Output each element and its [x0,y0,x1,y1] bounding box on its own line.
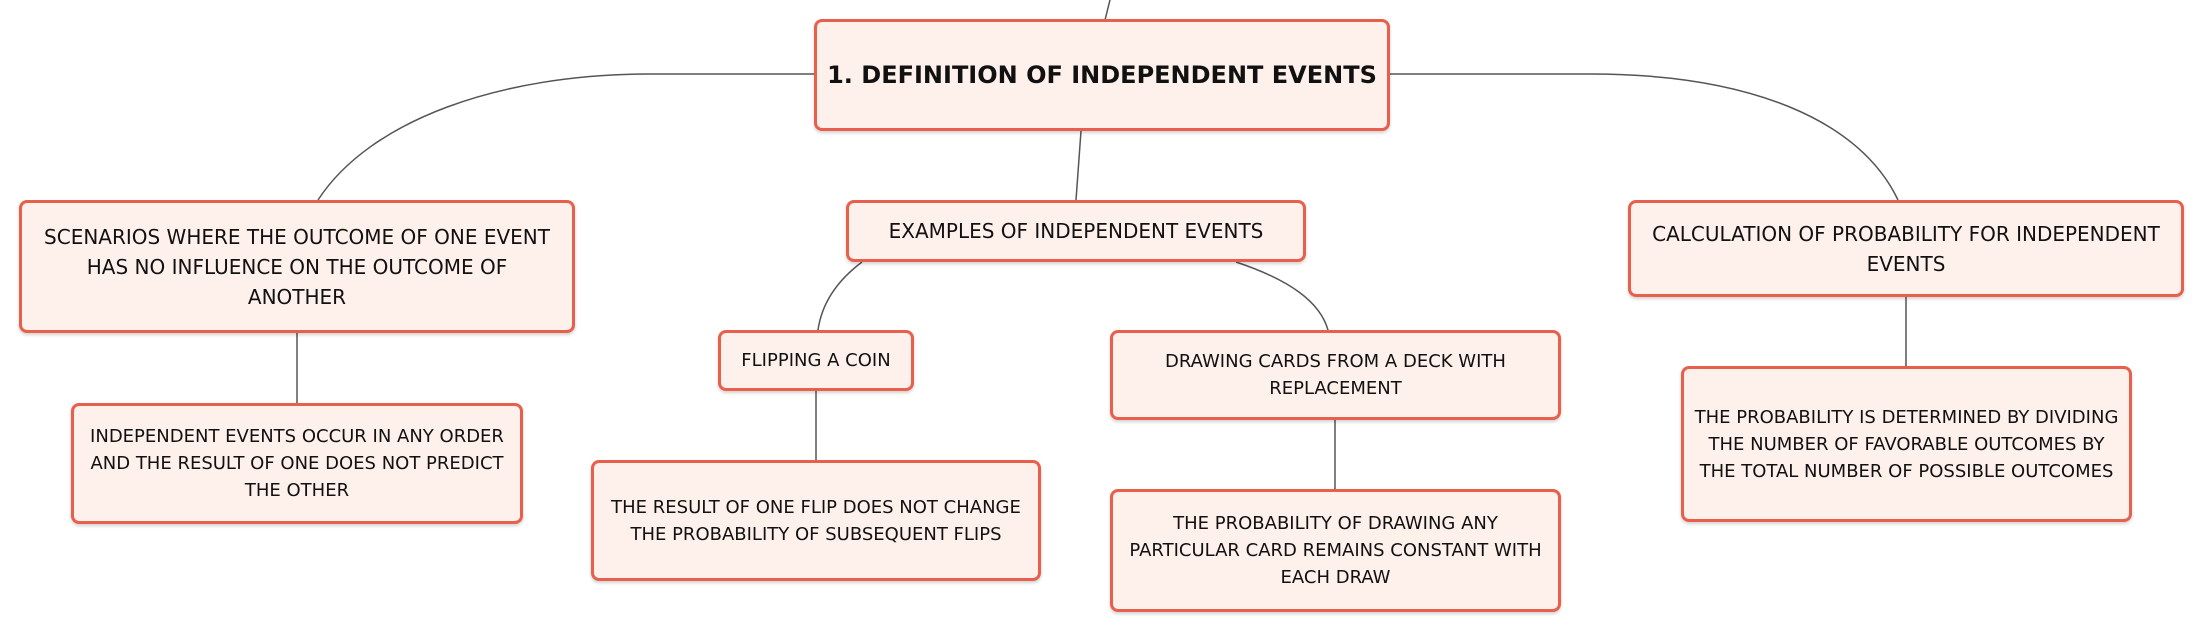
leaf-scenarios-detail[interactable]: INDEPENDENT EVENTS OCCUR IN ANY ORDER AN… [71,403,523,524]
branch-calculation[interactable]: CALCULATION OF PROBABILITY FOR INDEPENDE… [1628,200,2184,297]
branch-examples[interactable]: EXAMPLES OF INDEPENDENT EVENTS [846,200,1306,262]
branch-calculation-label: CALCULATION OF PROBABILITY FOR INDEPENDE… [1652,221,2160,276]
branch-examples-label: EXAMPLES OF INDEPENDENT EVENTS [888,219,1264,243]
connector-root-to-scenarios [317,73,818,201]
root-topic[interactable]: 1. DEFINITION OF INDEPENDENT EVENTS [814,19,1390,131]
branch-scenarios[interactable]: SCENARIOS WHERE THE OUTCOME OF ONE EVENT… [19,200,575,333]
connector-incoming-root [1104,0,1111,21]
root-topic-label: 1. DEFINITION OF INDEPENDENT EVENTS [827,61,1377,89]
leaf-calculation-detail-label: THE PROBABILITY IS DETERMINED BY DIVIDIN… [1694,406,2119,482]
leaf-scenarios-detail-label: INDEPENDENT EVENTS OCCUR IN ANY ORDER AN… [90,426,504,501]
subbranch-drawing-cards[interactable]: DRAWING CARDS FROM A DECK WITH REPLACEME… [1110,330,1561,420]
connector-root-to-calculation [1390,73,1899,201]
connector-examples-to-cards [1235,261,1329,331]
subbranch-flipping-coin[interactable]: FLIPPING A COIN [718,330,914,391]
leaf-cards-detail[interactable]: THE PROBABILITY OF DRAWING ANY PARTICULA… [1110,489,1561,612]
leaf-calculation-detail[interactable]: THE PROBABILITY IS DETERMINED BY DIVIDIN… [1681,366,2132,522]
leaf-cards-detail-label: THE PROBABILITY OF DRAWING ANY PARTICULA… [1129,513,1542,588]
connector-examples-to-coin [817,261,863,331]
branch-scenarios-label: SCENARIOS WHERE THE OUTCOME OF ONE EVENT… [44,224,550,309]
leaf-coin-detail[interactable]: THE RESULT OF ONE FLIP DOES NOT CHANGE T… [591,460,1041,581]
subbranch-drawing-cards-label: DRAWING CARDS FROM A DECK WITH REPLACEME… [1165,351,1506,399]
leaf-coin-detail-label: THE RESULT OF ONE FLIP DOES NOT CHANGE T… [611,496,1021,545]
subbranch-flipping-coin-label: FLIPPING A COIN [741,350,891,371]
connector-root-to-examples [1075,130,1082,201]
